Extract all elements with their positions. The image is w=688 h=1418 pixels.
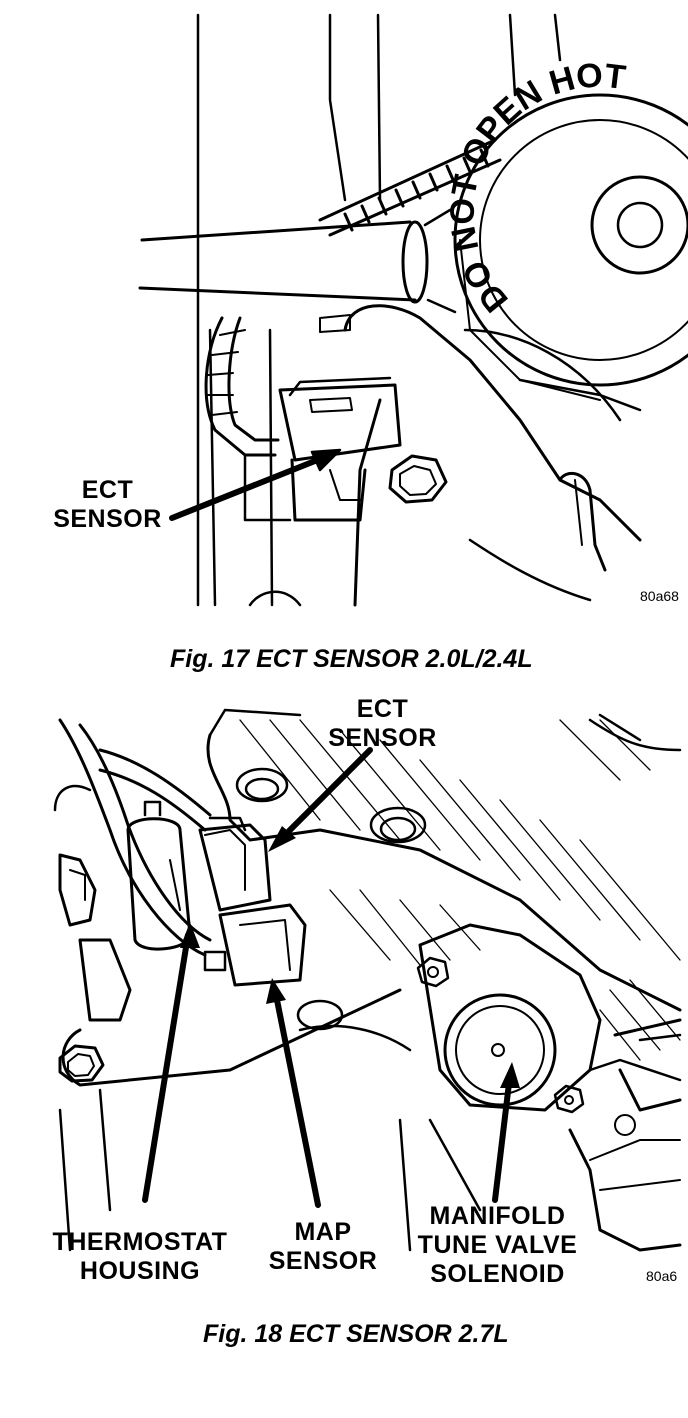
- figure-code: 80a6: [646, 1268, 678, 1284]
- manifold-tune-valve-solenoid-label: MANIFOLD TUNE VALVE SOLENOID: [417, 1202, 578, 1288]
- figure-18: ECT SENSOR THERMOSTAT HOUSING MAP SENSOR…: [0, 690, 688, 1418]
- figure-caption: Fig. 17 ECT SENSOR 2.0L/2.4L: [170, 645, 533, 673]
- figure-18-illustration: [53, 708, 682, 1252]
- ect-sensor-label: ECT SENSOR: [53, 476, 162, 533]
- figure-17-illustration: DO NOT OPEN HOT: [138, 13, 688, 607]
- map-sensor-label: MAP SENSOR: [268, 1218, 378, 1275]
- figure-17: DO NOT OPEN HOT ECT SENSOR 80a: [0, 0, 688, 690]
- figure-caption: Fig. 18 ECT SENSOR 2.7L: [203, 1320, 509, 1348]
- figure-code: 80a68: [640, 588, 679, 604]
- ect-sensor-label: ECT SENSOR: [328, 695, 437, 752]
- thermostat-housing-label: THERMOSTAT HOUSING: [52, 1228, 228, 1285]
